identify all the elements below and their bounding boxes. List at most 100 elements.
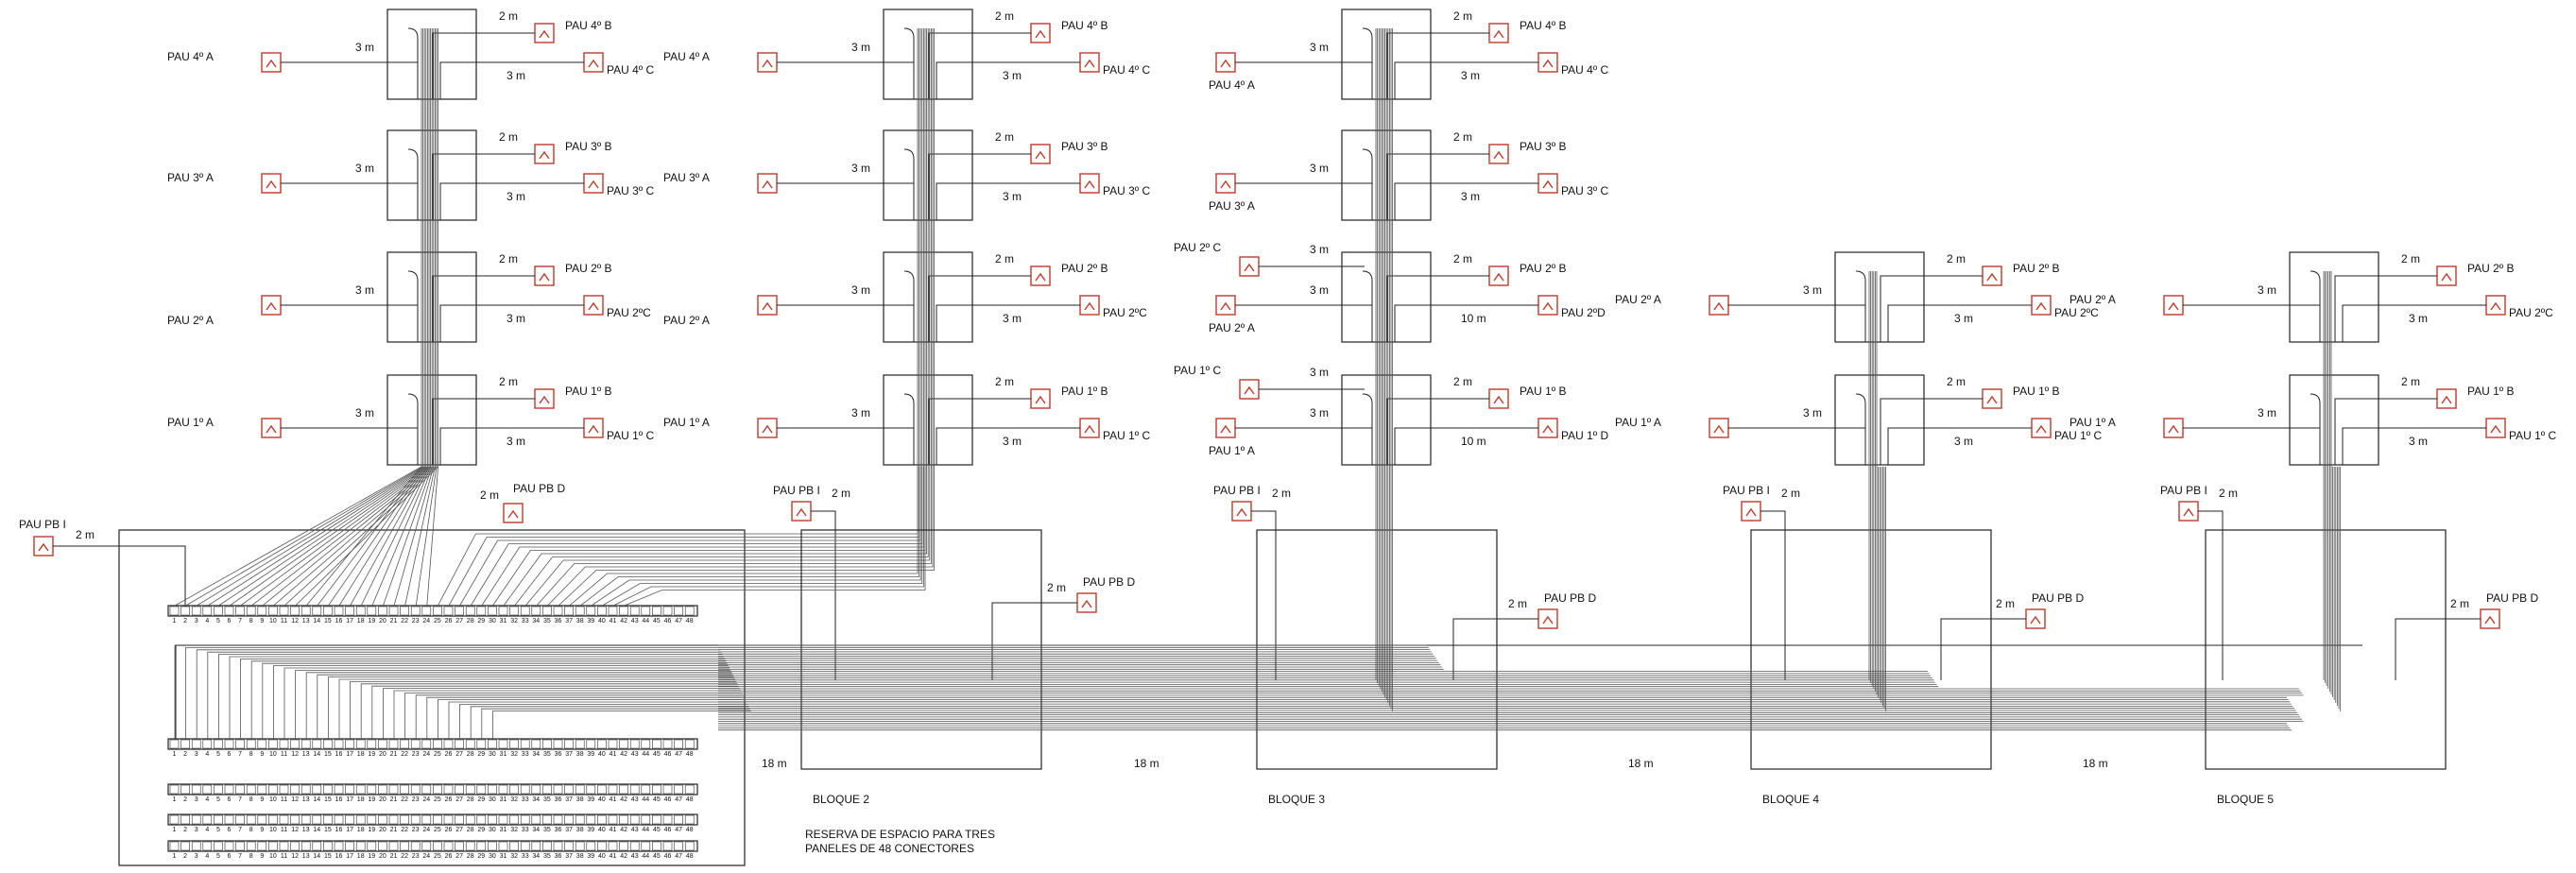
cable-right (2342, 427, 2486, 465)
block-label: BLOQUE 3 (1268, 793, 1325, 806)
outlet-label-right: PAU 1º D (1561, 429, 1609, 442)
outlet-top (1488, 144, 1509, 164)
port-socket (345, 841, 354, 851)
port-number: 15 (324, 827, 332, 833)
port-socket (608, 739, 618, 749)
port-number: 45 (653, 618, 661, 625)
distance-pb-i: 2 m (76, 528, 94, 541)
outlet-label-right: PAU 4º C (1103, 63, 1151, 77)
port-socket (301, 784, 311, 795)
port-number: 32 (510, 618, 518, 625)
outlet-label-pb-d: PAU PB D (2486, 591, 2538, 605)
port-socket (279, 784, 289, 795)
distance-top: 2 m (995, 9, 1014, 23)
outlet-label-left: PAU 4º A (167, 50, 214, 63)
port-socket (641, 606, 651, 616)
port-number: 5 (216, 618, 220, 625)
port-number: 23 (412, 827, 420, 833)
distance-right: 3 m (507, 435, 525, 448)
port-socket (169, 739, 180, 749)
port-socket (564, 606, 574, 616)
port-socket (488, 606, 497, 616)
port-number: 48 (686, 618, 694, 625)
port-number: 14 (313, 796, 320, 803)
port-number: 6 (228, 618, 232, 625)
port-number: 3 (195, 618, 198, 625)
port-socket (641, 814, 651, 825)
port-socket (542, 739, 552, 749)
stair-wire (283, 667, 730, 739)
port-number: 27 (455, 618, 463, 625)
port-socket (455, 814, 464, 825)
cable-right (936, 427, 1080, 465)
cable-top (928, 153, 1031, 220)
stair-wire (481, 708, 750, 739)
port-number: 23 (412, 751, 420, 758)
port-number: 7 (238, 618, 242, 625)
patch-panel (167, 813, 698, 826)
port-socket (684, 814, 695, 825)
port-socket (455, 606, 464, 616)
port-number: 13 (302, 618, 310, 625)
outlet-right (583, 52, 604, 73)
port-socket (421, 739, 432, 749)
port-number: 9 (260, 853, 264, 860)
port-socket (433, 841, 442, 851)
port-number: 33 (522, 796, 529, 803)
riser-hook (1362, 148, 1373, 220)
outlet-pb-d (2480, 608, 2500, 629)
port-number: 35 (543, 827, 551, 833)
port-socket (169, 606, 180, 616)
port-socket (608, 841, 618, 851)
outlet-right (1079, 418, 1100, 438)
port-number: 5 (216, 827, 220, 833)
cable-right (439, 304, 584, 342)
cable-right (936, 61, 1080, 99)
stair-wire (317, 674, 733, 739)
outlet-label-pb-i: PAU PB I (2160, 484, 2207, 497)
port-socket (388, 739, 399, 749)
stair-wire (185, 647, 720, 739)
distance-left: 3 m (355, 41, 374, 54)
port-number: 11 (281, 618, 287, 625)
outlet-label-left: PAU 2º A (167, 314, 214, 327)
distance-left: 3 m (851, 162, 870, 175)
outlet-label-pb-d: PAU PB D (2032, 591, 2084, 605)
port-socket (564, 841, 574, 851)
stair-wire (262, 662, 728, 739)
port-socket (235, 606, 245, 616)
port-socket (268, 841, 278, 851)
distance-pb-d: 2 m (2450, 597, 2469, 610)
port-number: 9 (260, 751, 264, 758)
port-socket (443, 814, 454, 825)
port-number: 39 (587, 827, 594, 833)
outlet-label-top: PAU 4º B (1520, 19, 1567, 32)
port-socket (257, 784, 267, 795)
outlet-top (2436, 388, 2457, 409)
port-socket (684, 841, 695, 851)
port-number: 3 (195, 853, 198, 860)
port-socket (410, 841, 421, 851)
stair-wire (295, 670, 731, 739)
fanout-wire (383, 466, 433, 607)
port-number: 30 (489, 853, 496, 860)
port-number: 17 (346, 853, 353, 860)
distance-pb-d: 2 m (1996, 597, 2015, 610)
outlet-label-top: PAU 1º B (1520, 385, 1567, 398)
port-number: 9 (260, 618, 264, 625)
port-number: 21 (390, 796, 398, 803)
riser-hook (903, 393, 915, 465)
outlet-label-pb-d: PAU PB D (513, 482, 565, 495)
port-socket (410, 814, 421, 825)
port-socket (312, 606, 322, 616)
port-number: 19 (368, 796, 375, 803)
port-socket (553, 739, 563, 749)
cable-right (936, 304, 1080, 342)
outlet-label-extra: PAU 1º C (1174, 364, 1222, 377)
